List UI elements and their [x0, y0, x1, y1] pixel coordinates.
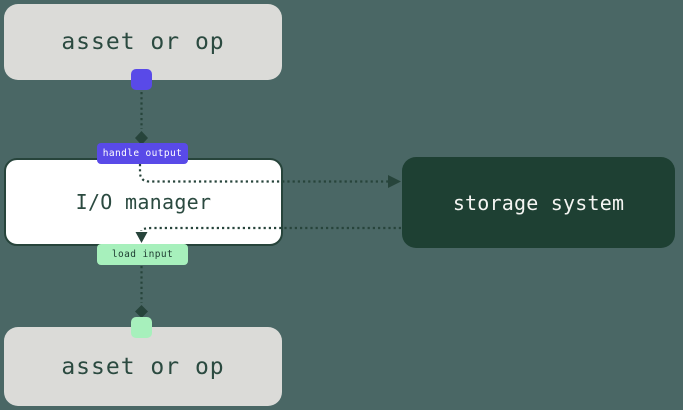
node-asset-bottom: asset or op	[4, 327, 282, 406]
edge-label-handle-output: handle output	[97, 143, 188, 164]
edge-label-load-input: load input	[97, 244, 188, 265]
node-asset-top-label: asset or op	[61, 29, 225, 55]
node-io-manager: I/O manager	[4, 158, 283, 246]
node-storage-system-label: storage system	[452, 190, 625, 215]
input-port-square	[131, 317, 152, 338]
load-input-label: load input	[111, 249, 174, 260]
node-asset-top: asset or op	[4, 4, 282, 80]
node-storage-system: storage system	[402, 157, 675, 248]
handle-output-label: handle output	[102, 148, 183, 159]
output-port-square	[131, 69, 152, 90]
arrow-right-into-storage	[388, 175, 401, 188]
node-io-manager-label: I/O manager	[75, 190, 212, 214]
node-asset-bottom-label: asset or op	[61, 353, 225, 380]
